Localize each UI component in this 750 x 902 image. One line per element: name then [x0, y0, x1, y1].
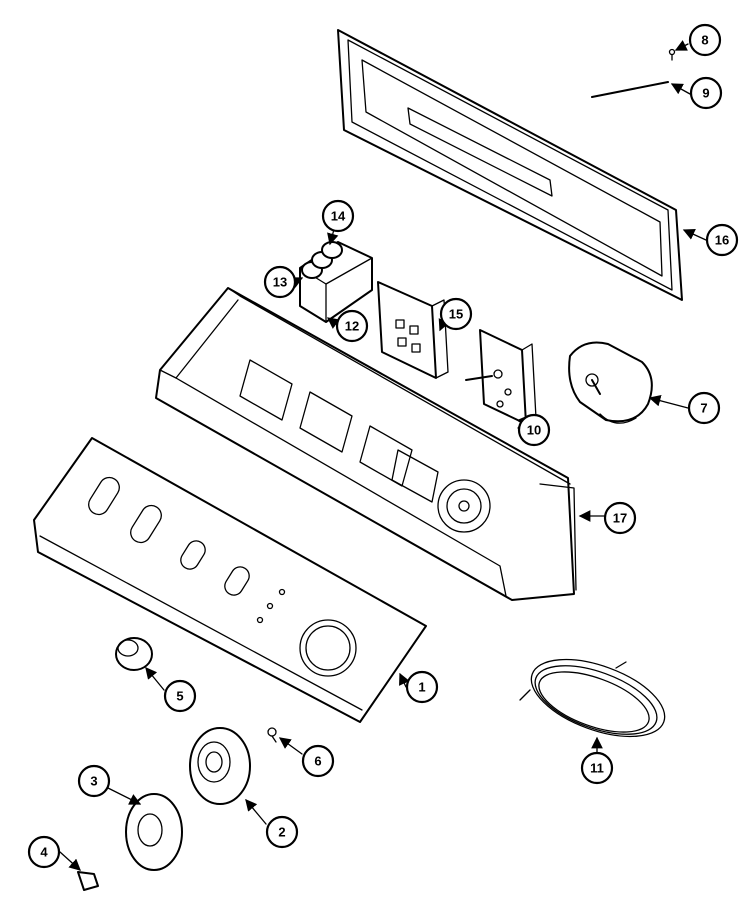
callout-5: 5 — [163, 679, 197, 713]
part-8-screw — [668, 48, 676, 61]
callout-9: 9 — [689, 76, 723, 110]
part-17-console-housing — [155, 287, 577, 601]
callout-6: 6 — [301, 744, 335, 778]
part-2-timer-knob — [189, 727, 251, 805]
part-13-14-push-buttons — [301, 241, 343, 279]
callout-15: 15 — [439, 297, 473, 331]
svg-text:13: 13 — [273, 275, 287, 290]
part-4-clip — [77, 871, 99, 891]
svg-text:5: 5 — [176, 689, 183, 704]
part-3-selector-knob — [125, 793, 183, 871]
callout-1: 1 — [405, 670, 439, 704]
svg-text:15: 15 — [449, 307, 463, 322]
part-15-bracket — [377, 281, 449, 379]
svg-text:7: 7 — [700, 401, 707, 416]
callout-2: 2 — [265, 815, 299, 849]
callout-4: 4 — [27, 835, 61, 869]
callout-8: 8 — [688, 23, 722, 57]
part-11-wire-harness — [519, 658, 666, 738]
svg-text:6: 6 — [314, 754, 321, 769]
part-1-front-panel — [33, 437, 427, 723]
callout-14: 14 — [321, 199, 355, 233]
callout-13: 13 — [263, 265, 297, 299]
callout-17: 17 — [603, 501, 637, 535]
svg-text:11: 11 — [590, 761, 604, 776]
callout-3: 3 — [77, 764, 111, 798]
part-6-screw — [267, 727, 277, 743]
callout-12: 12 — [335, 309, 369, 343]
part-7-switch — [568, 341, 653, 424]
svg-text:10: 10 — [527, 423, 541, 438]
callout-10: 10 — [517, 413, 551, 447]
part-9-rod — [591, 81, 669, 98]
svg-text:2: 2 — [278, 825, 285, 840]
svg-text:16: 16 — [715, 233, 729, 248]
svg-text:3: 3 — [90, 774, 97, 789]
part-5-knob — [115, 637, 153, 671]
callout-11: 11 — [580, 751, 614, 785]
svg-text:12: 12 — [345, 319, 359, 334]
callout-16: 16 — [705, 223, 739, 257]
svg-text:1: 1 — [418, 680, 425, 695]
part-16-rear-panel — [337, 29, 683, 301]
svg-text:14: 14 — [331, 209, 346, 224]
callout-7: 7 — [687, 391, 721, 425]
part-10-timer — [465, 329, 537, 425]
svg-text:4: 4 — [40, 845, 48, 860]
svg-text:8: 8 — [701, 33, 708, 48]
svg-text:9: 9 — [702, 86, 709, 101]
svg-text:17: 17 — [613, 511, 627, 526]
